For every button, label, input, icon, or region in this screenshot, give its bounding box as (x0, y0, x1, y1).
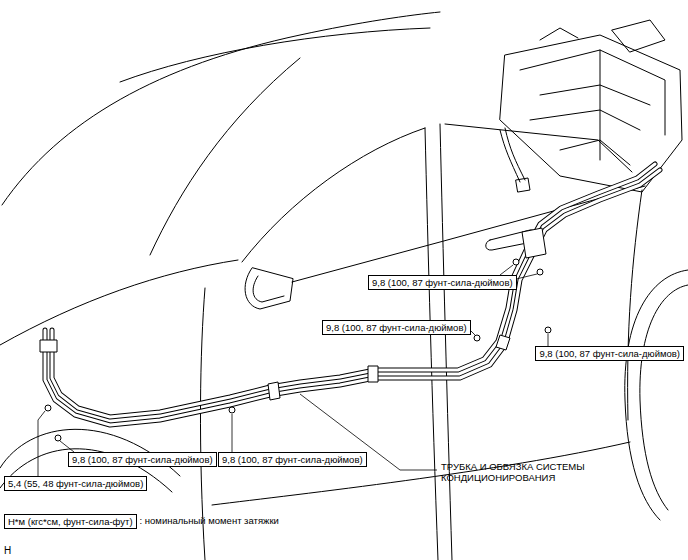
torque-box: 5,4 (55, 48 фунт-сила-дюймов) (4, 476, 147, 491)
lower-door-line (212, 442, 630, 505)
ac-unit (520, 50, 665, 165)
bolt (55, 435, 61, 441)
mirror (245, 268, 293, 309)
figure-code: H (4, 545, 11, 556)
bolt (513, 259, 519, 265)
ac-hose (505, 128, 525, 180)
leader-line (232, 414, 233, 452)
ac-unit (540, 20, 665, 52)
rear-wheel-arch (625, 270, 688, 520)
ac-pipe (52, 164, 655, 417)
rear-wheel-arch (640, 285, 688, 510)
ac-hose (500, 130, 520, 182)
torque-box: 9,8 (100, 87 фунт-сила-дюймов) (322, 320, 471, 335)
torque-box: 9,8 (100, 87 фунт-сила-дюймов) (218, 452, 367, 467)
ac-hose-end (516, 178, 530, 192)
window-top (242, 128, 425, 262)
torque-box: Н*м (кгс*см, фунт-сила-фут) (4, 514, 137, 529)
leader-line (548, 334, 549, 346)
roof-line (120, 28, 430, 82)
pipe-clamp (40, 335, 510, 400)
bolt (537, 269, 543, 275)
torque-value: 9,8 (100, 87 фунт-сила-дюймов) (539, 348, 680, 359)
ac-pipe (45, 170, 660, 425)
legend-note: : номинальный момент затяжки (140, 515, 279, 526)
ac-unit (500, 35, 682, 192)
rear-window (445, 124, 632, 172)
torque-value: Н*м (кгс*см, фунт-сила-фут) (8, 516, 133, 527)
receiver (522, 228, 546, 258)
torque-value: 9,8 (100, 87 фунт-сила-дюймов) (72, 454, 213, 465)
b-pillar (440, 124, 452, 560)
label-text: ТРУБКА И ОБВЯЗКА СИСТЕМЫ КОНДИЦИОНИРОВАН… (441, 461, 585, 483)
bolt (545, 327, 551, 333)
torque-box: 9,8 (100, 87 фунт-сила-дюймов) (68, 452, 217, 467)
torque-box: 9,8 (100, 87 фунт-сила-дюймов) (535, 346, 684, 361)
bolt (45, 405, 51, 411)
torque-value: 9,8 (100, 87 фунт-сила-дюймов) (326, 322, 467, 333)
torque-value: 5,4 (55, 48 фунт-сила-дюймов) (8, 478, 143, 489)
roof-line (2, 12, 440, 205)
leader-line (60, 441, 74, 452)
bolt (474, 335, 480, 341)
bolt (229, 407, 235, 413)
b-pillar (425, 128, 438, 560)
part-name: ТРУБКА И ОБВЯЗКА СИСТЕМЫ КОНДИЦИОНИРОВАН… (441, 461, 621, 483)
torque-value: 9,8 (100, 87 фунт-сила-дюймов) (222, 454, 363, 465)
label-text: : номинальный момент затяжки (140, 515, 279, 526)
label-text: H (4, 545, 11, 556)
leader-line (38, 411, 45, 476)
leader-line (500, 265, 513, 275)
mirror (253, 276, 284, 302)
ac-pipe (52, 164, 655, 417)
torque-box: 9,8 (100, 87 фунт-сила-дюймов) (368, 275, 517, 290)
torque-value: 9,8 (100, 87 фунт-сила-дюймов) (372, 277, 513, 288)
belt-line (292, 186, 645, 282)
ac-pipe (45, 170, 660, 425)
windshield-edge (150, 58, 300, 255)
